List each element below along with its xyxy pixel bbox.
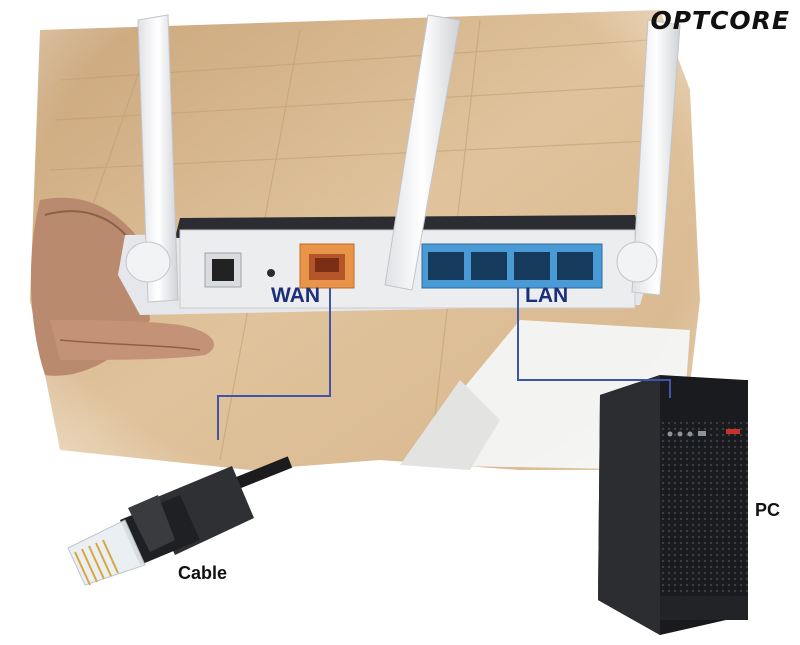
ethernet-cable — [67, 456, 293, 586]
cable-label: Cable — [178, 563, 228, 583]
lan-port-2 — [471, 252, 507, 280]
lan-ports — [428, 252, 593, 280]
power-led — [726, 429, 740, 434]
antenna-1 — [137, 14, 179, 303]
connector-lines — [217, 288, 671, 440]
antenna-2 — [384, 14, 461, 291]
lan-port-1 — [428, 252, 464, 280]
antenna-3 — [631, 19, 681, 296]
pc-label: PC — [755, 500, 781, 520]
reset-button — [267, 269, 275, 277]
lan-port-4 — [557, 252, 593, 280]
brand-logo: OPTCORE — [650, 6, 790, 35]
wan-label: WAN — [271, 284, 320, 307]
lan-port-3 — [514, 252, 550, 280]
lan-connector-line — [517, 288, 671, 398]
wan-connector-line — [217, 288, 331, 440]
hand — [30, 197, 215, 376]
antennas — [125, 14, 681, 303]
pc-tower — [598, 375, 748, 635]
lan-label: LAN — [525, 284, 569, 307]
rj45-plug — [67, 519, 146, 586]
